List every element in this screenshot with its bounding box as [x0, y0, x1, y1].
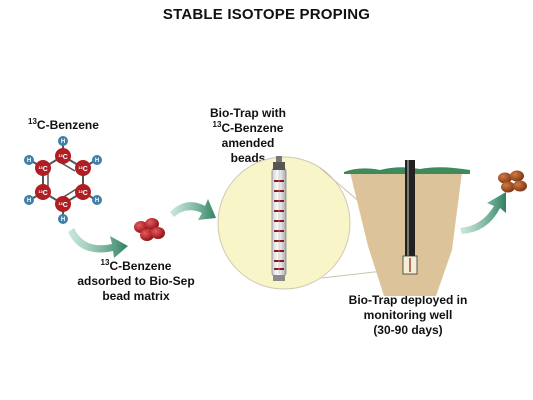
- hydrogen-atom: [92, 155, 102, 165]
- carbon-atom: [75, 160, 91, 176]
- bead: [501, 181, 515, 193]
- carbon-atom: [55, 196, 71, 212]
- hydrogen-label: H: [27, 158, 31, 164]
- carbon-label: 13C: [78, 165, 88, 173]
- hydrogen-atom: [24, 195, 34, 205]
- bead: [140, 229, 154, 241]
- biotrap-label-line3: beads: [230, 151, 266, 165]
- carbon-atom: [55, 148, 71, 164]
- carbon-label: 13C: [58, 201, 68, 209]
- well-casing: [405, 160, 415, 272]
- carbon-label: 13C: [58, 153, 68, 161]
- deployed-label-line3: (30-90 days): [373, 323, 443, 337]
- page-title: STABLE ISOTOPE PROPING: [162, 6, 371, 23]
- biotrap-label-line2: C-Benzene amended: [221, 121, 284, 150]
- hydrogen-label: H: [95, 158, 99, 164]
- red-bead-cluster: [134, 218, 165, 241]
- hydrogen-atoms: H H H H H H: [24, 136, 102, 224]
- adsorbed-label: 13C-Benzene adsorbed to Bio-Sep bead mat…: [66, 259, 206, 304]
- arrow-benzene-to-beads: [68, 228, 128, 258]
- adsorbed-label-sup: 13: [100, 258, 110, 267]
- benzene-label-sup: 13: [28, 117, 37, 126]
- carbon-label: 13C: [78, 189, 88, 197]
- bead: [513, 180, 527, 192]
- brown-bead-cluster: [498, 170, 527, 193]
- arrow-beads-to-biotrap: [170, 199, 216, 220]
- bead: [498, 172, 512, 184]
- adsorbed-label-line1: C-Benzene: [109, 259, 172, 273]
- biotrap-label: Bio-Trap with 13C-Benzene amended beads: [188, 106, 308, 166]
- hydrogen-label: H: [61, 217, 65, 223]
- carbon-atom: [35, 184, 51, 200]
- biotrap-label-line1: Bio-Trap with: [210, 106, 286, 120]
- hydrogen-atom: [24, 155, 34, 165]
- hydrogen-atom: [58, 136, 68, 146]
- monitoring-well-soil: [344, 160, 470, 296]
- deployed-label-line2: monitoring well: [363, 308, 453, 322]
- biotrap-tube: [271, 156, 287, 281]
- carbon-label: 13C: [38, 165, 48, 173]
- deployed-label-line1: Bio-Trap deployed in: [348, 293, 468, 307]
- adsorbed-label-line2: adsorbed to Bio-Sep: [77, 274, 195, 288]
- carbon-label: 13C: [38, 189, 48, 197]
- benzene-label: 13C-Benzene: [28, 118, 99, 133]
- bead: [510, 170, 524, 182]
- hydrogen-atom: [58, 214, 68, 224]
- adsorbed-label-line3: bead matrix: [102, 289, 170, 303]
- hydrogen-atom: [92, 195, 102, 205]
- hydrogen-label: H: [61, 139, 65, 145]
- bead: [145, 218, 159, 230]
- hydrogen-label: H: [95, 198, 99, 204]
- biotrap-label-line2-wrap: 13C-Benzene amended: [188, 121, 308, 151]
- carbon-atom: [75, 184, 91, 200]
- carbon-atom: [35, 160, 51, 176]
- benzene-label-text: C-Benzene: [36, 118, 99, 132]
- bead: [151, 227, 165, 239]
- carbon-atoms: 13C 13C 13C 13C 13C 13C: [35, 148, 91, 212]
- adsorbed-label-line1-wrap: 13C-Benzene: [66, 259, 206, 274]
- hydrogen-label: H: [27, 198, 31, 204]
- biotrap-label-sup: 13: [212, 120, 222, 129]
- arrow-well-to-beads: [460, 192, 506, 234]
- deployed-label: Bio-Trap deployed in monitoring well (30…: [338, 293, 478, 338]
